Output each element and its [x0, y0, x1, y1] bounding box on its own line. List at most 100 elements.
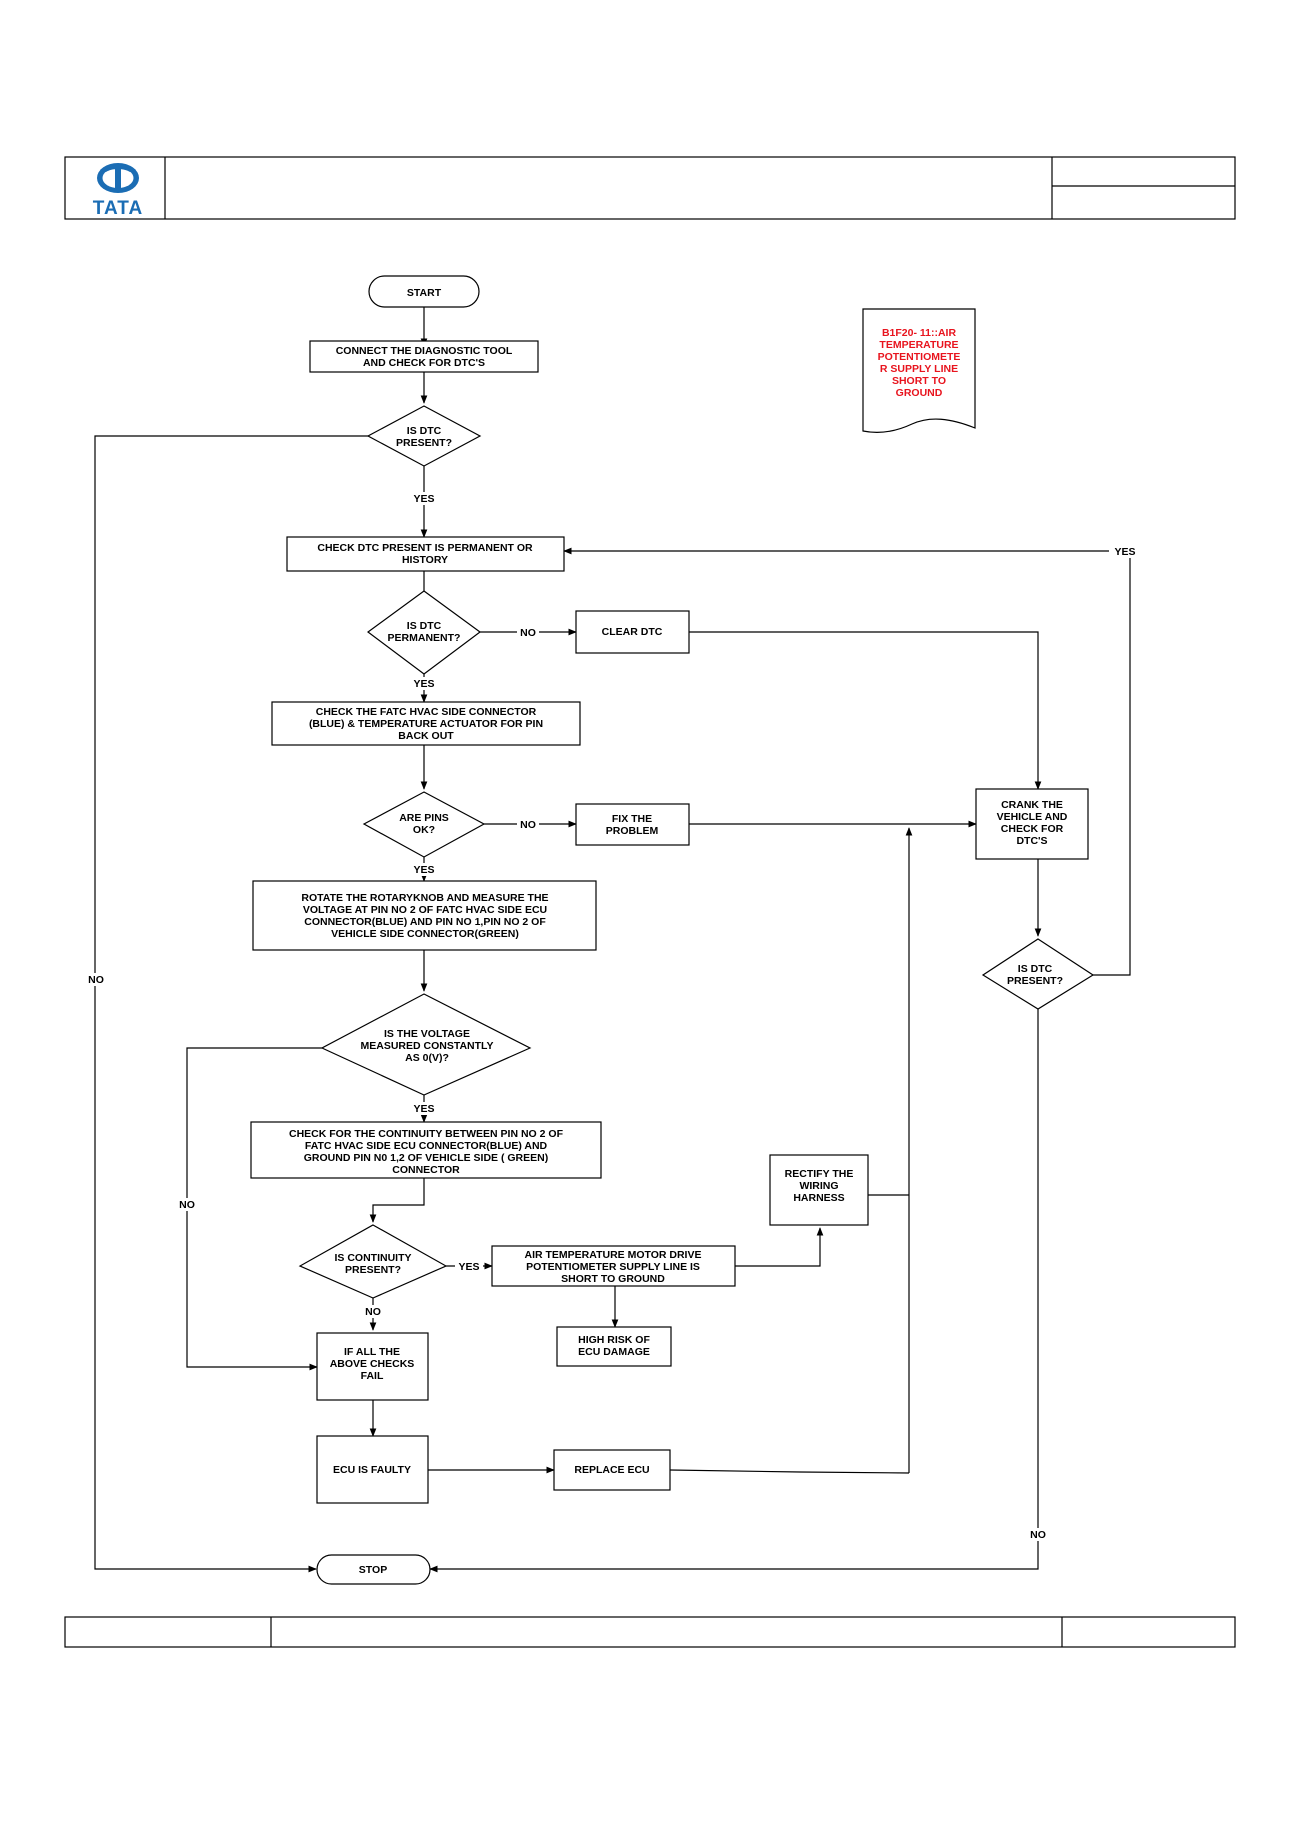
node-text-line: AIR TEMPERATURE MOTOR DRIVE [525, 1249, 702, 1261]
logo-text: TATA [93, 198, 143, 219]
node-text-line: FIX THE [612, 813, 652, 825]
node-text-line: AND CHECK FOR DTC'S [363, 357, 485, 369]
node-start: START [368, 275, 480, 308]
label-yes-recheck: YES [1114, 546, 1135, 558]
arrow-no-voltage-fail [186, 1047, 322, 1371]
node-text-line: IS THE VOLTAGE [384, 1028, 470, 1040]
node-text-line: R SUPPLY LINE [880, 363, 958, 375]
label-yes-dtc-present: YES [413, 493, 434, 505]
node-text-line: TEMPERATURE [879, 339, 958, 351]
node-text-line: AS 0(V)? [405, 1052, 449, 1064]
node-text: REPLACE ECU [574, 1464, 649, 1476]
label-yes-pins: YES [413, 864, 434, 876]
node-text-line: GROUND [896, 387, 943, 399]
connectors [94, 307, 1131, 1573]
node-text-line: PROBLEM [606, 825, 659, 837]
node-text-line: B1F20- 11::AIR [882, 327, 957, 339]
node-text-line: OK? [413, 824, 435, 836]
arrow-short-rectify [735, 1227, 824, 1267]
node-text-line: CONNECTOR [392, 1164, 460, 1176]
arrow-continuity-decision [369, 1178, 425, 1223]
node-text-line: PRESENT? [345, 1264, 401, 1276]
node-text-line: STOP [359, 1564, 387, 1576]
node-text-line: (BLUE) & TEMPERATURE ACTUATOR FOR PIN [309, 718, 543, 730]
node-text-line: VOLTAGE AT PIN NO 2 OF FATC HVAC SIDE EC… [303, 904, 547, 916]
arrow-yes-recheck [563, 547, 1131, 976]
node-text-line: RECTIFY THE [785, 1168, 854, 1180]
node-text-line: MEASURED CONSTANTLY [360, 1040, 493, 1052]
node-text-line: IF ALL THE [344, 1346, 400, 1358]
node-text-line: HARNESS [793, 1192, 844, 1204]
node-clear-dtc: CLEAR DTC [575, 610, 690, 654]
node-text-line: REPLACE ECU [574, 1464, 649, 1476]
node-text-line: START [407, 287, 442, 299]
node-text-line: FATC HVAC SIDE ECU CONNECTOR(BLUE) AND [305, 1140, 548, 1152]
label-no-permanent: NO [520, 627, 536, 639]
node-text-line: SHORT TO [892, 375, 946, 387]
node-text-line: HIGH RISK OF [578, 1334, 650, 1346]
node-text-line: VEHICLE SIDE CONNECTOR(GREEN) [331, 928, 519, 940]
node-text-line: ECU IS FAULTY [333, 1464, 411, 1476]
label-yes-permanent: YES [413, 678, 434, 690]
node-text-line: CRANK THE [1001, 799, 1063, 811]
edge-labels: YES NO NO YES NO YES YES NO YES NO YES N… [87, 492, 1141, 1541]
node-text-line: SHORT TO GROUND [561, 1273, 665, 1285]
node-text-line: PRESENT? [1007, 975, 1063, 987]
node-ecu-faulty: ECU IS FAULTY [316, 1435, 429, 1504]
node-replace-ecu: REPLACE ECU [553, 1449, 671, 1491]
node-stop: STOP [316, 1554, 431, 1585]
node-text-line: CHECK DTC PRESENT IS PERMANENT OR [317, 542, 533, 554]
node-text-line: ECU DAMAGE [578, 1346, 650, 1358]
node-text: CHECK FOR THE CONTINUITY BETWEEN PIN NO … [289, 1128, 564, 1176]
node-text-line: IS DTC [1018, 963, 1053, 975]
node-text-line: BACK OUT [398, 730, 454, 742]
node-text-line: VEHICLE AND [997, 811, 1068, 823]
node-text-line: DTC'S [1016, 835, 1047, 847]
label-no-voltage: NO [179, 1199, 195, 1211]
node-text-line: CHECK FOR [1001, 823, 1064, 835]
node-text-line: IS DTC [407, 425, 442, 437]
arrow-clear-crank [689, 631, 1042, 790]
node-text-line: HISTORY [402, 554, 448, 566]
node-text-line: IS CONTINUITY [334, 1252, 411, 1264]
label-no-continuity: NO [365, 1306, 381, 1318]
node-text-line: CONNECTOR(BLUE) AND PIN NO 1,PIN NO 2 OF [304, 916, 546, 928]
line-replace-feeder [669, 1469, 910, 1474]
node-text: ECU IS FAULTY [333, 1464, 411, 1476]
node-text-line: WIRING [799, 1180, 838, 1192]
node-text-line: CHECK FOR THE CONTINUITY BETWEEN PIN NO … [289, 1128, 564, 1140]
node-text-line: GROUND PIN N0 1,2 OF VEHICLE SIDE ( GREE… [304, 1152, 548, 1164]
node-text: START [407, 287, 442, 299]
node-text: CHECK THE FATC HVAC SIDE CONNECTOR(BLUE)… [309, 706, 543, 742]
node-text-line: ROTATE THE ROTARYKNOB AND MEASURE THE [301, 892, 548, 904]
label-no-pins: NO [520, 819, 536, 831]
node-text-line: ARE PINS [399, 812, 449, 824]
arrow-no-dtc-stop [94, 435, 368, 1573]
arrow-no-recheck-stop [429, 1009, 1039, 1573]
